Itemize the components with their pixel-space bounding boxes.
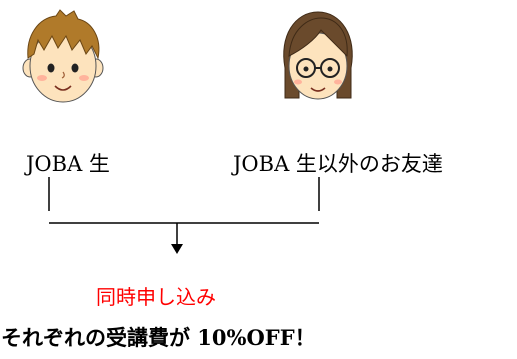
boy-face-icon — [22, 9, 104, 103]
simultaneous-application-label: 同時申し込み — [96, 285, 216, 309]
joba-student-label: JOBA 生 — [26, 152, 110, 176]
girl-with-glasses-face-icon — [283, 11, 353, 100]
non-joba-friend-label: JOBA 生以外のお友達 — [233, 152, 443, 176]
down-arrow-icon — [171, 244, 183, 254]
discount-text: それぞれの受講費が 10%OFF！ — [1, 325, 316, 350]
